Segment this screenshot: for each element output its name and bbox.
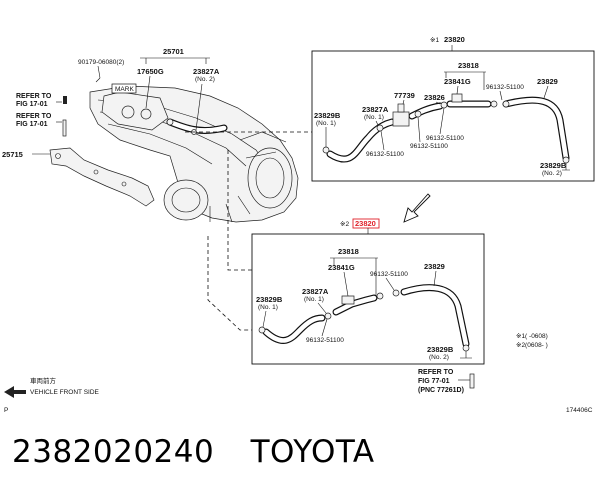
brand: TOYOTA [250,434,375,470]
callout-23827a-main-sub: (No. 2) [195,76,215,83]
callout-23818-bot: 23818 [338,247,359,256]
bottom-box-code: 23820 [355,219,376,228]
callout-23829b-bot-r: 23829B [427,345,454,354]
legend-2: ※2(0608- ) [516,342,548,349]
legend-1: ※1( -0608) [516,333,548,340]
bottom-detail-box: ※2 23820 23818 23841G 96132-51100 23829 … [251,218,485,365]
callout-23827a-top-sub: (No. 1) [364,114,384,121]
callout-23829b-top-l: 23829B [314,111,341,120]
callout-96132-top-d: 96132-51100 [366,151,404,158]
callout-23841g-top: 23841G [444,77,471,86]
callout-23829b-bot-r-sub: (No. 2) [429,354,449,361]
refer-1-line1: REFER TO [16,93,52,100]
refer-2-line2: FIG 17-01 [16,121,48,128]
refer-3: REFER TO FIG 77-01 (PNC 77261D) [418,369,475,394]
callout-96132-bot-b: 96132-51100 [306,337,344,344]
arrow-left-icon [4,386,26,398]
callout-96132-top-a: 96132-51100 [486,84,524,91]
callout-23841g-bot: 23841G [328,263,355,272]
callout-23827a-main: 23827A [193,67,220,76]
callout-25701: 25701 [163,47,184,56]
leader-secondary [227,150,252,271]
direction-en: VEHICLE FRONT SIDE [30,389,100,396]
refer-2-line1: REFER TO [16,113,52,120]
callout-25715: 25715 [2,150,23,159]
callout-23827a-top: 23827A [362,105,389,114]
diagram-canvas: MARK 90179-06080(2) 25701 17650G 23827A … [2,35,595,414]
part-number: 2382020240 [12,434,215,470]
callout-23829b-top-r-sub: (No. 2) [542,170,562,177]
corner-left: P [4,407,8,414]
bottom-box-mark: ※2 [340,221,349,228]
callout-96132-top-c: 96132-51100 [410,143,448,150]
mark-tag [111,83,137,94]
top-box-code: 23820 [444,35,465,44]
callout-23818-top: 23818 [458,61,479,70]
refer-3-line3: (PNC 77261D) [418,387,464,394]
callout-23827a-bot: 23827A [302,287,329,296]
callout-23829b-top-r: 23829B [540,161,567,170]
callout-23829b-bot-l-sub: (No. 1) [258,304,278,311]
refer-3-line1: REFER TO [418,369,454,376]
refer-1-line2: FIG 17-01 [16,101,48,108]
callout-23826: 23826 [424,93,445,102]
engine-illustration: MARK [32,83,299,223]
caption: 2382020240 TOYOTA [12,434,375,470]
vehicle-direction: 車両前方 VEHICLE FRONT SIDE [4,376,100,398]
direction-jp: 車両前方 [30,376,57,385]
callout-90179: 90179-06080(2) [78,59,124,66]
callout-23829-top: 23829 [537,77,558,86]
transition-arrow [403,193,431,223]
callout-23827a-bot-sub: (No. 1) [304,296,324,303]
callout-23829-bot: 23829 [424,262,445,271]
leader-to-bottom-box [207,236,252,331]
mark-label: MARK [115,86,134,93]
callout-23829b-top-l-sub: (No. 1) [316,120,336,127]
refer-3-line2: FIG 77-01 [418,378,450,385]
engine-callouts: 90179-06080(2) 25701 17650G 23827A (No. … [2,47,220,159]
callout-96132-top-b: 96132-51100 [426,135,464,142]
top-box-mark: ※1 [430,37,439,44]
callout-77739: 77739 [394,91,415,100]
callout-23829b-bot-l: 23829B [256,295,283,304]
callout-96132-bot-a: 96132-51100 [370,271,408,278]
illustration-code: 174406C [566,407,593,414]
legend: ※1( -0608) ※2(0608- ) [516,333,548,349]
top-detail-box: ※1 23820 23818 23841G 77739 23826 [311,35,595,182]
highlight-frame [352,218,380,229]
callout-17650g: 17650G [137,67,164,76]
